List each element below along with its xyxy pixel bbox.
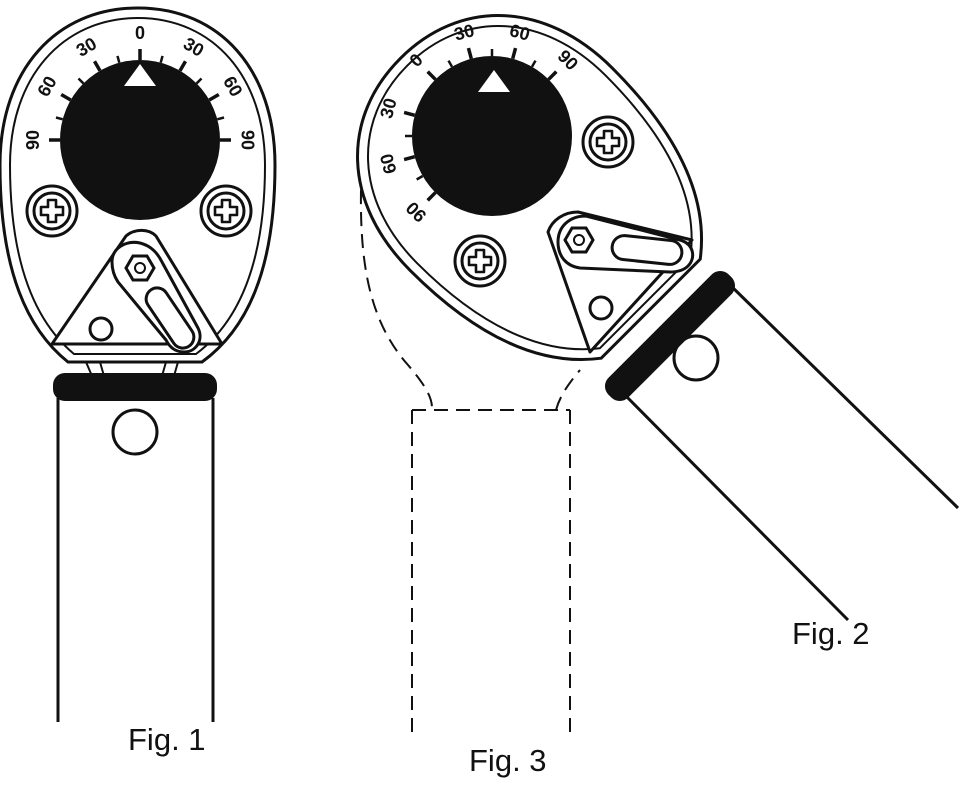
handle-hole (111, 408, 159, 456)
phillips-screw-icon (199, 184, 253, 238)
collar-band (53, 373, 217, 401)
scale-minor-tick (116, 55, 121, 64)
scale-tick (92, 60, 102, 72)
handle-hole (672, 334, 720, 382)
scale-tick (426, 70, 437, 81)
lever-slot (144, 286, 196, 350)
scale-tick (511, 47, 518, 60)
scale-tick (60, 92, 72, 102)
scale-label: 90 (237, 130, 257, 150)
scale-tick (403, 110, 416, 117)
scale-tick (208, 92, 220, 102)
pointer-triangle-icon (124, 64, 156, 86)
fig3-caption: Fig. 3 (469, 743, 547, 778)
phillips-screw-icon (25, 184, 79, 238)
scale-label: 0 (135, 23, 145, 43)
scale-tick (547, 70, 558, 81)
scale-minor-tick (447, 60, 454, 68)
phillips-screw-icon (581, 115, 635, 169)
lever-slot (610, 234, 684, 266)
scale-tick (403, 155, 416, 162)
collar-band (604, 270, 736, 402)
scale-minor-tick (416, 174, 424, 181)
scale-minor-tick (77, 77, 85, 85)
phillips-screw-icon (453, 234, 507, 288)
scale-minor-tick (468, 51, 473, 60)
scale-minor-tick (216, 116, 225, 121)
release-button (588, 295, 614, 321)
release-button (88, 316, 114, 342)
scale-tick (178, 60, 188, 72)
scale-minor-tick (159, 55, 164, 64)
scale-tick (426, 191, 437, 202)
fig3-ghost-outline (359, 189, 581, 735)
pointer-triangle-icon (478, 70, 510, 92)
scale-minor-tick (195, 77, 203, 85)
fig1-caption: Fig. 1 (128, 722, 206, 757)
scale-label: 30 (376, 96, 401, 121)
fig2-dial-knob (412, 56, 572, 216)
fig1-dial-knob (60, 60, 220, 220)
scale-label: 30 (452, 20, 477, 45)
scale-minor-tick (530, 60, 537, 68)
scale-label: 90 (23, 130, 43, 150)
scale-minor-tick (55, 116, 64, 121)
fig2-caption: Fig. 2 (792, 616, 870, 651)
scale-label: 60 (507, 20, 532, 45)
